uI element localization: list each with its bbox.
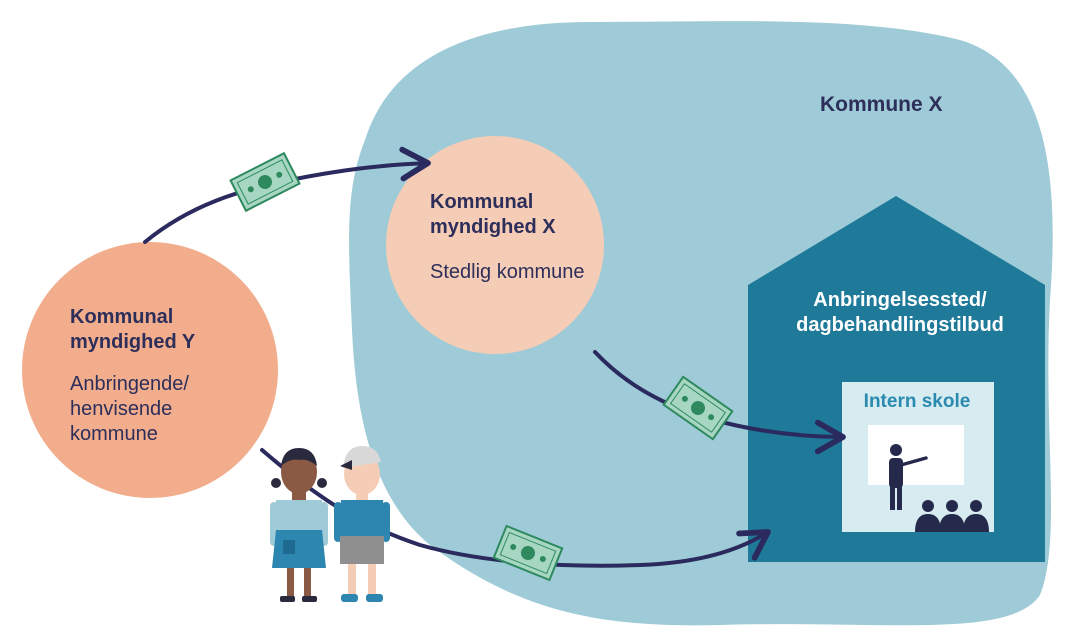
girl-figure — [270, 448, 328, 602]
region-label: Kommune X — [820, 93, 943, 116]
intern-school-label: Intern skole — [863, 391, 971, 412]
arrow-x-to-placement — [593, 350, 846, 455]
authority-x-circle — [386, 136, 604, 354]
children-icon — [270, 446, 390, 602]
money-icon — [662, 375, 734, 441]
authority-x-subtitle: Stedlig kommune — [430, 261, 585, 283]
authority-x-title: Kommunal myndighed X — [430, 191, 556, 238]
boy-figure — [334, 446, 390, 602]
school-board — [868, 425, 964, 485]
authority-y-subtitle: Anbringende/ henvisende kommune — [70, 373, 189, 445]
money-icon — [492, 524, 564, 582]
students-icon — [915, 500, 989, 532]
authority-y-title: Kommunal myndighed Y — [70, 306, 196, 353]
authority-y-circle — [22, 242, 278, 498]
placement-label: Anbringelsessted/ dagbehandlingstilbud — [796, 289, 1004, 336]
teacher-icon — [889, 444, 928, 510]
money-icon — [229, 151, 301, 213]
